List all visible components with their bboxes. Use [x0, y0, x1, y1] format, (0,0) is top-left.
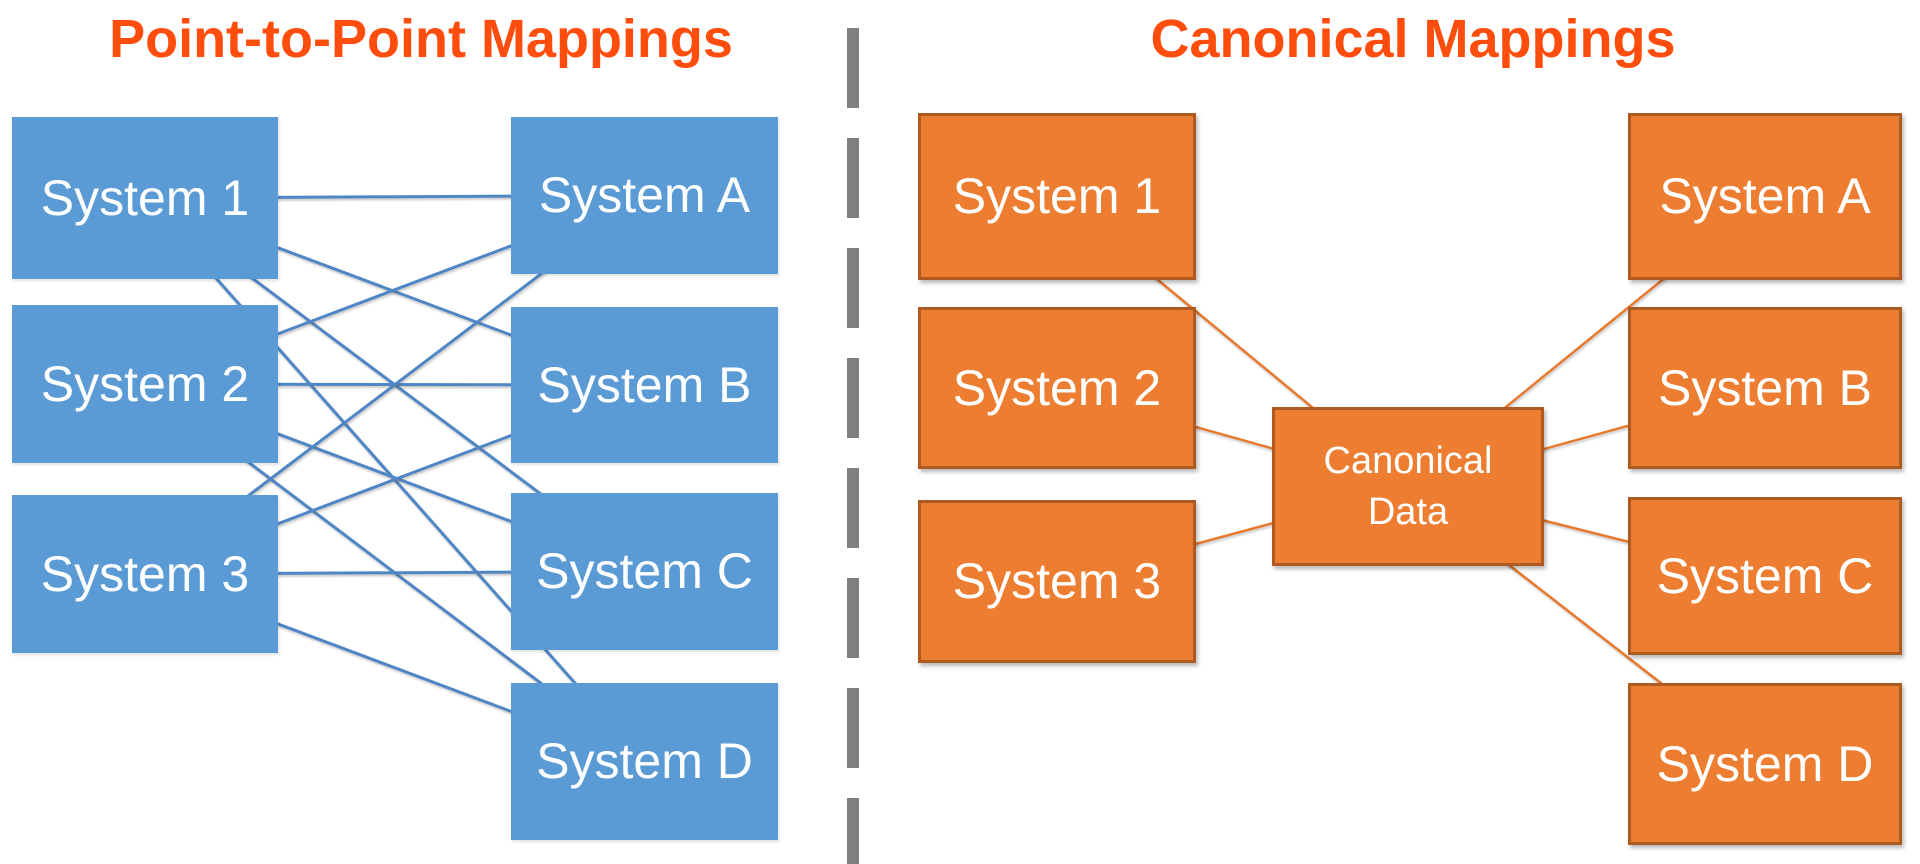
canonical-target-system-d: System D [1628, 683, 1902, 845]
p2p-target-system-b: System B [511, 307, 778, 463]
canonical-target-system-b: System B [1628, 307, 1902, 469]
canonical-target-system-a: System A [1628, 113, 1902, 280]
p2p-target-system-c: System C [511, 493, 778, 650]
p2p-target-system-d: System D [511, 683, 778, 840]
p2p-target-system-a: System A [511, 117, 778, 274]
canonical-source-system-3: System 3 [918, 500, 1196, 663]
p2p-source-system-3: System 3 [12, 495, 278, 653]
canonical-target-system-c: System C [1628, 497, 1902, 655]
canonical-data-hub-label-line1: Canonical [1323, 440, 1493, 483]
right-panel-title: Canonical Mappings [1150, 9, 1676, 69]
canonical-source-system-1: System 1 [918, 113, 1196, 280]
canonical-source-system-2: System 2 [918, 307, 1196, 469]
canonical-data-hub-label-line2: Data [1367, 490, 1449, 533]
p2p-source-system-2: System 2 [12, 305, 278, 463]
canonical-data-hub: Canonical Data [1272, 407, 1544, 566]
p2p-source-system-1: System 1 [12, 117, 278, 279]
left-panel-title: Point-to-Point Mappings [109, 9, 733, 69]
